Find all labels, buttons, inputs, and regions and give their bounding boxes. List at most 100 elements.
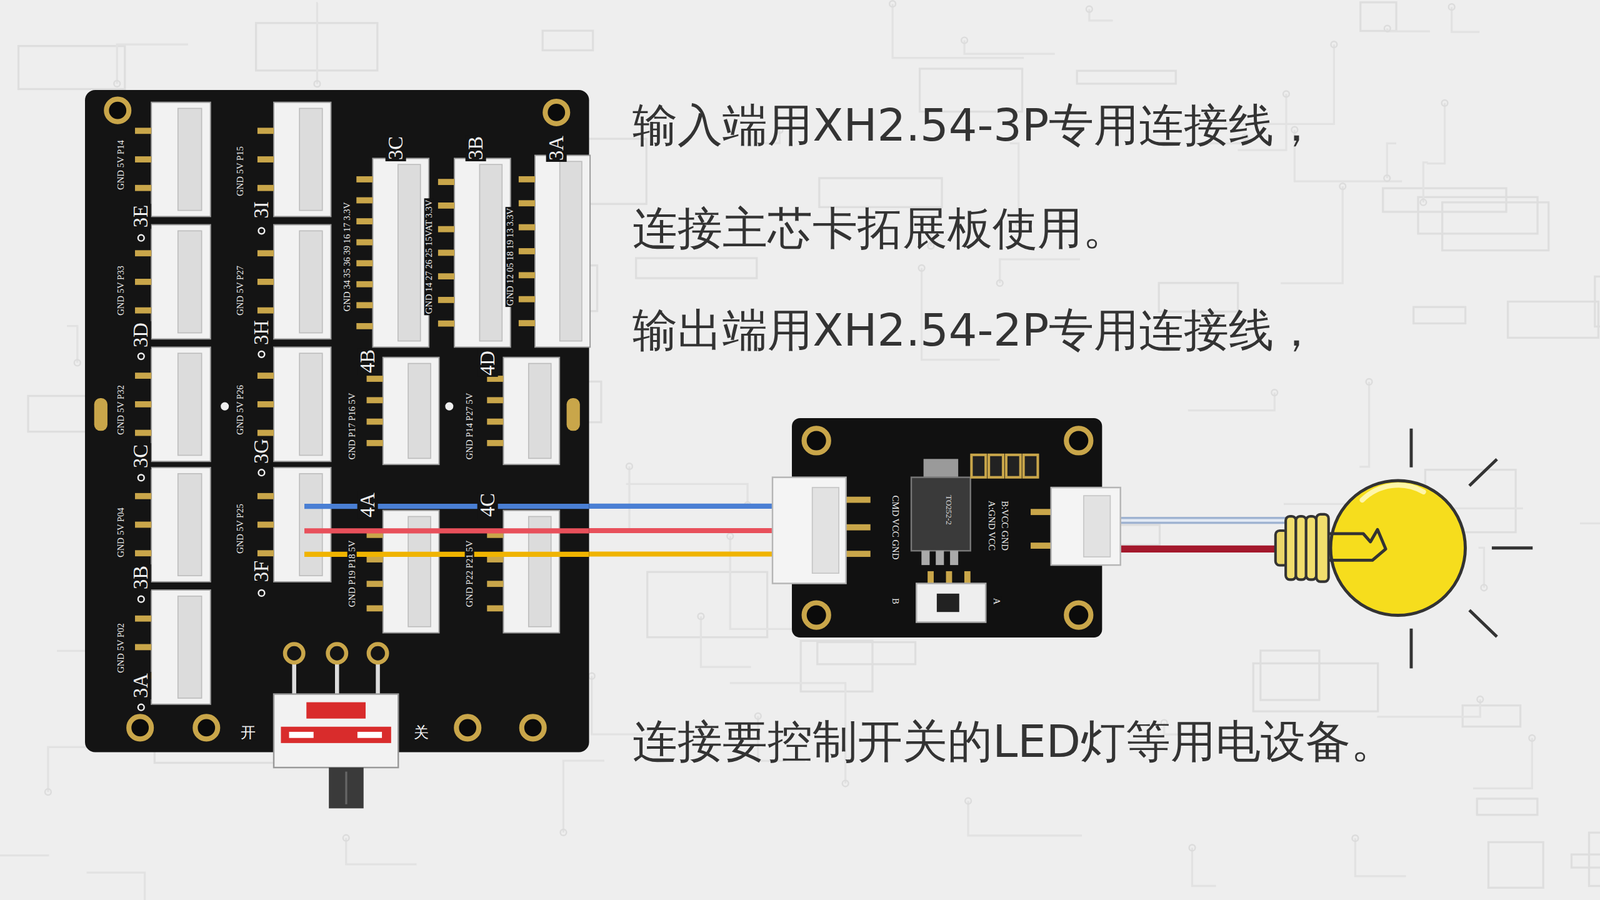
texture-via	[1330, 41, 1337, 48]
connector-pin	[486, 418, 504, 425]
switch-label: 关	[412, 725, 430, 740]
mounting-hole	[545, 101, 568, 124]
signal-wire	[304, 503, 590, 509]
connector-pin	[356, 218, 373, 225]
texture-trace	[968, 801, 1082, 836]
smd-pad	[988, 455, 1004, 478]
switch-pin	[368, 643, 387, 662]
connector-pin	[437, 178, 454, 185]
port-marker	[137, 704, 144, 711]
texture-chip	[1413, 306, 1466, 324]
part-illustration	[85, 90, 590, 753]
connector-slot	[1083, 495, 1110, 557]
connector-pin	[134, 493, 151, 500]
pin-label: GND P14 P27 5V	[465, 391, 475, 462]
connector-pin	[134, 185, 151, 192]
connector-slot	[177, 230, 202, 333]
connector-pin	[366, 605, 383, 612]
texture-via	[626, 463, 633, 470]
connector-pin	[256, 429, 274, 436]
texture-via	[560, 829, 567, 836]
texture-chip	[1442, 202, 1549, 251]
switch-body	[273, 693, 399, 768]
pin-label: GND 34 35 36 39 16 17 3.3V	[342, 201, 352, 314]
connector-pin	[134, 250, 151, 257]
texture-chip	[1253, 663, 1378, 712]
connector-pin	[256, 372, 274, 379]
silk-dot	[445, 401, 454, 410]
light-ray	[1491, 546, 1533, 550]
connector-pin	[134, 127, 151, 134]
texture-via	[1351, 835, 1359, 842]
texture-via	[1420, 199, 1427, 206]
texture-trace	[1387, 28, 1430, 32]
texture-trace	[316, 3, 319, 84]
connector-pin	[1030, 543, 1054, 550]
mounting-hole	[804, 603, 829, 628]
connector-slot	[559, 161, 582, 341]
connector-housing	[454, 158, 511, 347]
pin-label: B:VCC GND	[1000, 499, 1010, 552]
connector-pin	[256, 401, 274, 408]
port-label: 4D	[477, 349, 499, 377]
mounting-hole	[804, 428, 829, 454]
texture-chip	[1508, 301, 1599, 339]
texture-trace	[1580, 523, 1600, 572]
switch-label: B	[891, 596, 901, 606]
connector-pin	[486, 580, 504, 587]
switch-leg	[291, 661, 297, 697]
connector-pin	[134, 401, 151, 408]
texture-trace	[563, 760, 604, 833]
texture-via	[1481, 584, 1488, 591]
connector-slot	[812, 487, 839, 574]
note-text: 输入端用XH2.54-3P专用连接线，	[632, 98, 1319, 152]
texture-chip	[1260, 650, 1320, 700]
port-label: 3C	[130, 443, 152, 470]
connector-pin	[134, 306, 151, 314]
connector-pin	[366, 440, 383, 447]
port-label: 3B	[130, 564, 152, 591]
connector-housing	[151, 467, 211, 582]
edge-pad	[566, 398, 580, 431]
texture-trace	[1478, 547, 1485, 588]
switch-band	[280, 726, 391, 743]
connector-pin	[366, 375, 383, 382]
texture-chip	[1360, 2, 1397, 32]
texture-via	[1189, 845, 1196, 852]
connector-housing	[503, 356, 560, 464]
port-label: 4A	[356, 491, 378, 519]
light-ray	[1469, 459, 1497, 486]
texture-chip	[647, 571, 768, 637]
bulb-filament	[1326, 529, 1386, 560]
pin-label: GND P22 P21 5V	[465, 538, 475, 609]
texture-trace	[626, 483, 748, 505]
connector-housing	[273, 101, 331, 217]
texture-via	[996, 280, 1004, 287]
connector-slot	[177, 473, 202, 576]
texture-via	[45, 788, 52, 795]
port-label: 3H	[251, 318, 272, 347]
connector-pin	[518, 200, 535, 207]
texture-via	[889, 0, 896, 7]
connector-pin	[518, 176, 535, 183]
silk-dot	[220, 401, 229, 410]
bulb-thread	[1285, 516, 1296, 580]
mounting-hole	[106, 98, 129, 122]
switch-label: A	[992, 596, 1002, 606]
connector-pin	[437, 249, 454, 256]
texture-chip	[1383, 188, 1507, 212]
edge-pad	[93, 398, 107, 431]
connector-pin	[356, 281, 373, 288]
mounting-hole	[128, 716, 152, 739]
texture-via	[961, 37, 968, 44]
connector-pin	[256, 127, 274, 134]
connector-pin	[366, 556, 383, 563]
connector-housing	[151, 346, 211, 462]
pcb-board	[85, 90, 590, 753]
output-wire-shine	[1120, 519, 1289, 522]
switch-pin	[327, 643, 346, 662]
note-text: 连接要控制开关的LED灯等用电设备。	[632, 714, 1396, 769]
texture-via	[1366, 378, 1373, 385]
connector-pin	[134, 643, 151, 650]
bulb-thread	[1316, 514, 1329, 582]
